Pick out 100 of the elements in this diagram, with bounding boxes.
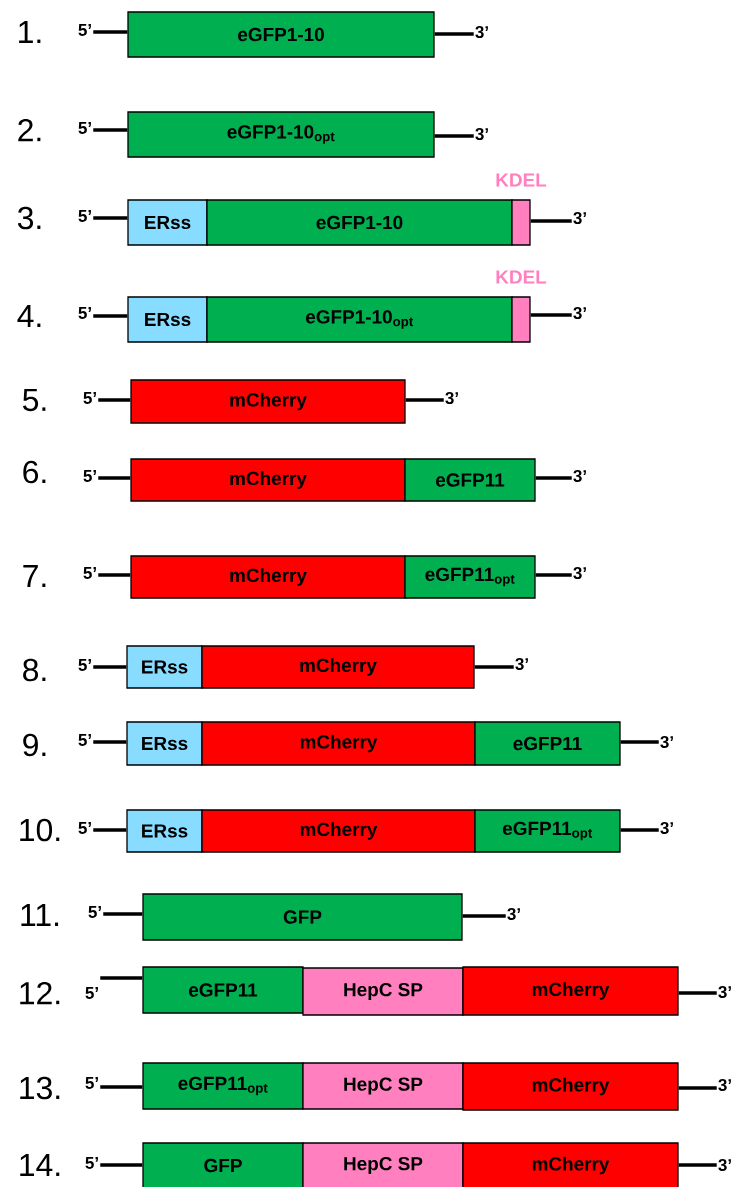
row-number: 9.	[23, 733, 46, 757]
segment-box: mCherry	[201, 809, 476, 853]
strand-line	[100, 1085, 143, 1089]
segment-box: HepC SP	[302, 1062, 464, 1110]
segment-box: GFP	[142, 893, 463, 941]
strand-line	[535, 573, 572, 577]
segment-box: mCherry	[462, 1062, 679, 1111]
segment-box: mCherry	[130, 458, 406, 502]
end-label: 3’	[573, 470, 586, 482]
end-label: 3’	[515, 658, 528, 670]
end-label: 3’	[718, 1079, 731, 1091]
segment-box: mCherry	[462, 1142, 679, 1187]
end-label: 5’	[83, 392, 96, 404]
strand-line	[535, 476, 572, 480]
end-label: 3’	[507, 908, 520, 920]
row-number: 6.	[23, 460, 46, 484]
strand-line	[620, 740, 659, 744]
segment-box: eGFP1-10$_{opt}$	[206, 296, 513, 343]
end-label: 3’	[573, 567, 586, 579]
strand-line	[93, 314, 128, 318]
end-label: 3’	[718, 1159, 731, 1171]
segment-box: ERss	[126, 809, 203, 853]
end-label: 5’	[88, 906, 101, 918]
end-label: 5’	[85, 1077, 98, 1089]
segment-box: eGFP11$_{opt}$	[474, 809, 621, 853]
segment-box: ERss	[126, 645, 203, 689]
segment-box: mCherry	[130, 555, 406, 599]
strand-line	[98, 398, 131, 402]
strand-line	[100, 976, 143, 980]
end-label: 3’	[573, 212, 586, 224]
segment-box: eGFP11	[404, 458, 536, 502]
end-label: 5’	[78, 822, 91, 834]
strand-line	[530, 313, 572, 317]
segment-box: eGFP1-10$_{opt}$	[127, 111, 435, 158]
segment-box: mCherry	[130, 379, 406, 424]
row-number: 3.	[17, 206, 41, 230]
row-number: 10.	[20, 818, 60, 842]
strand-line	[93, 216, 128, 220]
segment-box: HepC SP	[302, 1142, 464, 1187]
strand-line	[100, 1163, 143, 1167]
strand-line	[434, 134, 474, 138]
strand-line	[93, 828, 127, 832]
end-label: 5’	[78, 24, 91, 36]
segment-box: eGFP1-10	[127, 11, 435, 58]
end-label: 5’	[78, 122, 91, 134]
strand-line	[93, 740, 127, 744]
segment-box: eGFP11$_{opt}$	[404, 555, 536, 599]
strand-line	[474, 665, 514, 669]
segment-box: eGFP11	[142, 966, 304, 1014]
segment-box: ERss	[127, 199, 208, 246]
node-label: KDEL	[496, 270, 547, 284]
row-number: 13.	[20, 1076, 60, 1100]
strand-line	[93, 665, 127, 669]
end-label: 3’	[573, 307, 586, 319]
row-number: 4.	[17, 305, 41, 327]
strand-line	[530, 219, 572, 223]
segment-box: mCherry	[201, 721, 476, 766]
end-label: 3’	[475, 128, 488, 140]
strand-line	[678, 1163, 717, 1167]
strand-line	[93, 30, 128, 34]
segment-box: GFP	[142, 1142, 304, 1187]
row-number: 12.	[20, 981, 60, 1005]
segment-box: eGFP11$_{opt}$	[142, 1062, 304, 1110]
row-number: 5.	[23, 388, 46, 412]
row-number: 14.	[20, 1154, 60, 1176]
strand-line	[434, 32, 474, 36]
row-number: 7.	[23, 565, 46, 587]
row-number: 11.	[21, 904, 59, 926]
segment-box: ERss	[126, 721, 203, 766]
end-label: 5’	[83, 470, 96, 482]
end-label: 5’	[85, 987, 98, 999]
strand-line	[93, 128, 128, 132]
end-label: 3’	[660, 736, 673, 748]
node-label: KDEL	[496, 173, 547, 187]
end-label: 5’	[78, 659, 91, 671]
strand-line	[678, 991, 717, 995]
row-number: 8.	[23, 658, 46, 682]
row-number: 2.	[18, 118, 41, 142]
end-label: 3’	[445, 392, 458, 404]
strand-line	[98, 476, 131, 480]
segment-box: mCherry	[462, 966, 679, 1016]
row-number: 1.	[19, 21, 41, 43]
strand-line	[98, 573, 131, 577]
end-label: 3’	[660, 822, 673, 834]
end-label: 5’	[83, 567, 96, 579]
segment-box: ERss	[127, 296, 208, 343]
strand-line	[620, 828, 659, 832]
end-label: 5’	[85, 1157, 98, 1169]
strand-line	[103, 912, 143, 916]
strand-line	[462, 914, 506, 918]
segment-box: eGFP11	[474, 721, 621, 766]
segment-box: mCherry	[201, 645, 475, 689]
strand-line	[678, 1086, 717, 1090]
strand-line	[405, 398, 444, 402]
segment-box: eGFP1-10	[206, 199, 513, 246]
end-label: 5’	[78, 210, 91, 222]
end-label: 5’	[78, 734, 91, 746]
end-label: 3’	[718, 986, 731, 998]
end-label: 3’	[475, 26, 488, 38]
end-label: 5’	[78, 307, 91, 319]
